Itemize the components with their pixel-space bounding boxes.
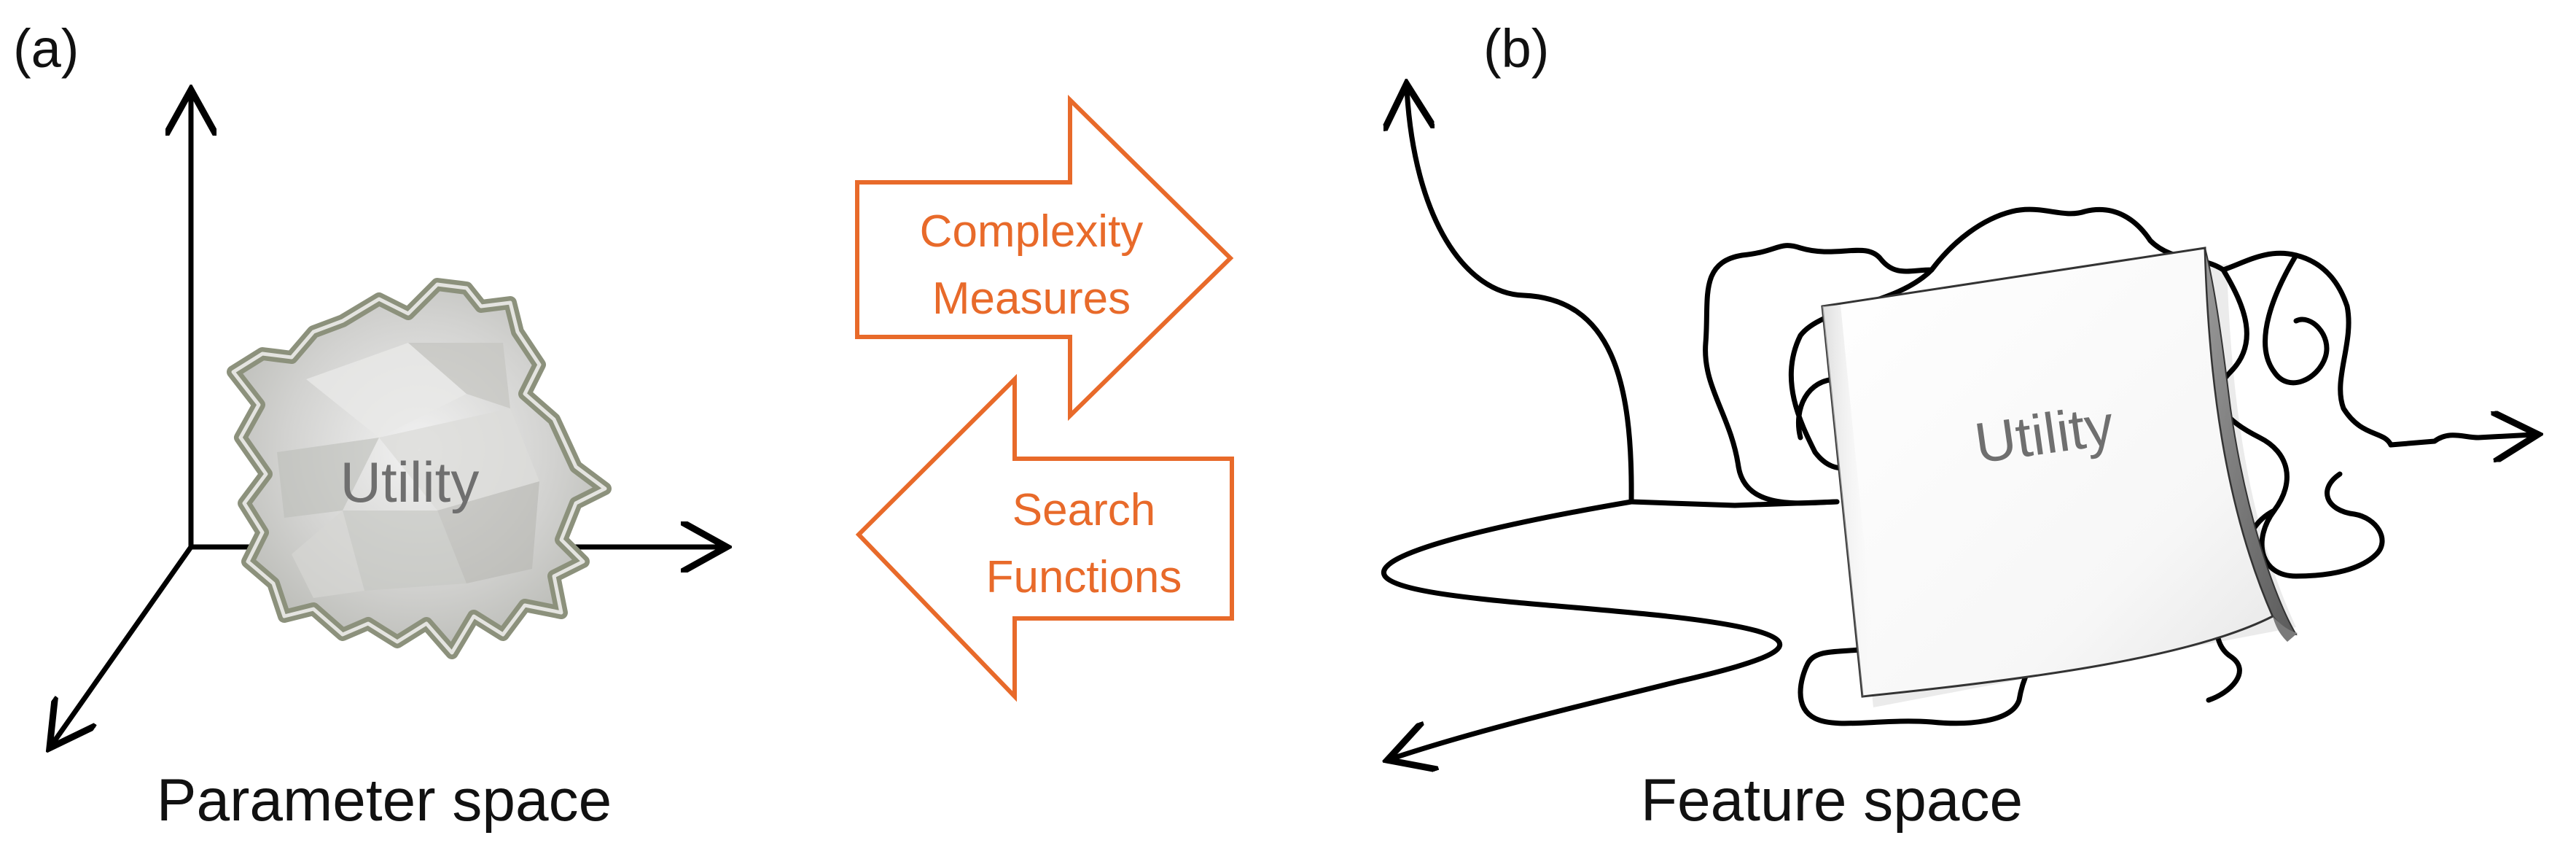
search-label: Search	[1012, 485, 1155, 535]
panel-a: (a) Utility Parameter space	[13, 18, 722, 834]
utility-sheet: Utility	[1821, 247, 2298, 707]
measures-label: Measures	[932, 273, 1131, 324]
functions-label: Functions	[986, 552, 1182, 602]
center-arrows: Complexity Measures Search Functions	[855, 94, 1234, 702]
utility-blob-label: Utility	[340, 450, 480, 514]
depth-axis-arrow	[52, 544, 194, 744]
complexity-label: Complexity	[920, 206, 1144, 257]
panel-a-label: (a)	[13, 18, 79, 79]
complexity-measures-arrow	[855, 94, 1234, 422]
utility-blob: Utility	[227, 278, 612, 659]
search-functions-arrow	[855, 373, 1234, 702]
feature-space-caption: Feature space	[1641, 767, 2023, 834]
panel-b-label: (b)	[1483, 18, 1549, 79]
panel-b: (b) Utility	[1383, 18, 2533, 834]
parameter-space-caption: Parameter space	[157, 767, 612, 834]
